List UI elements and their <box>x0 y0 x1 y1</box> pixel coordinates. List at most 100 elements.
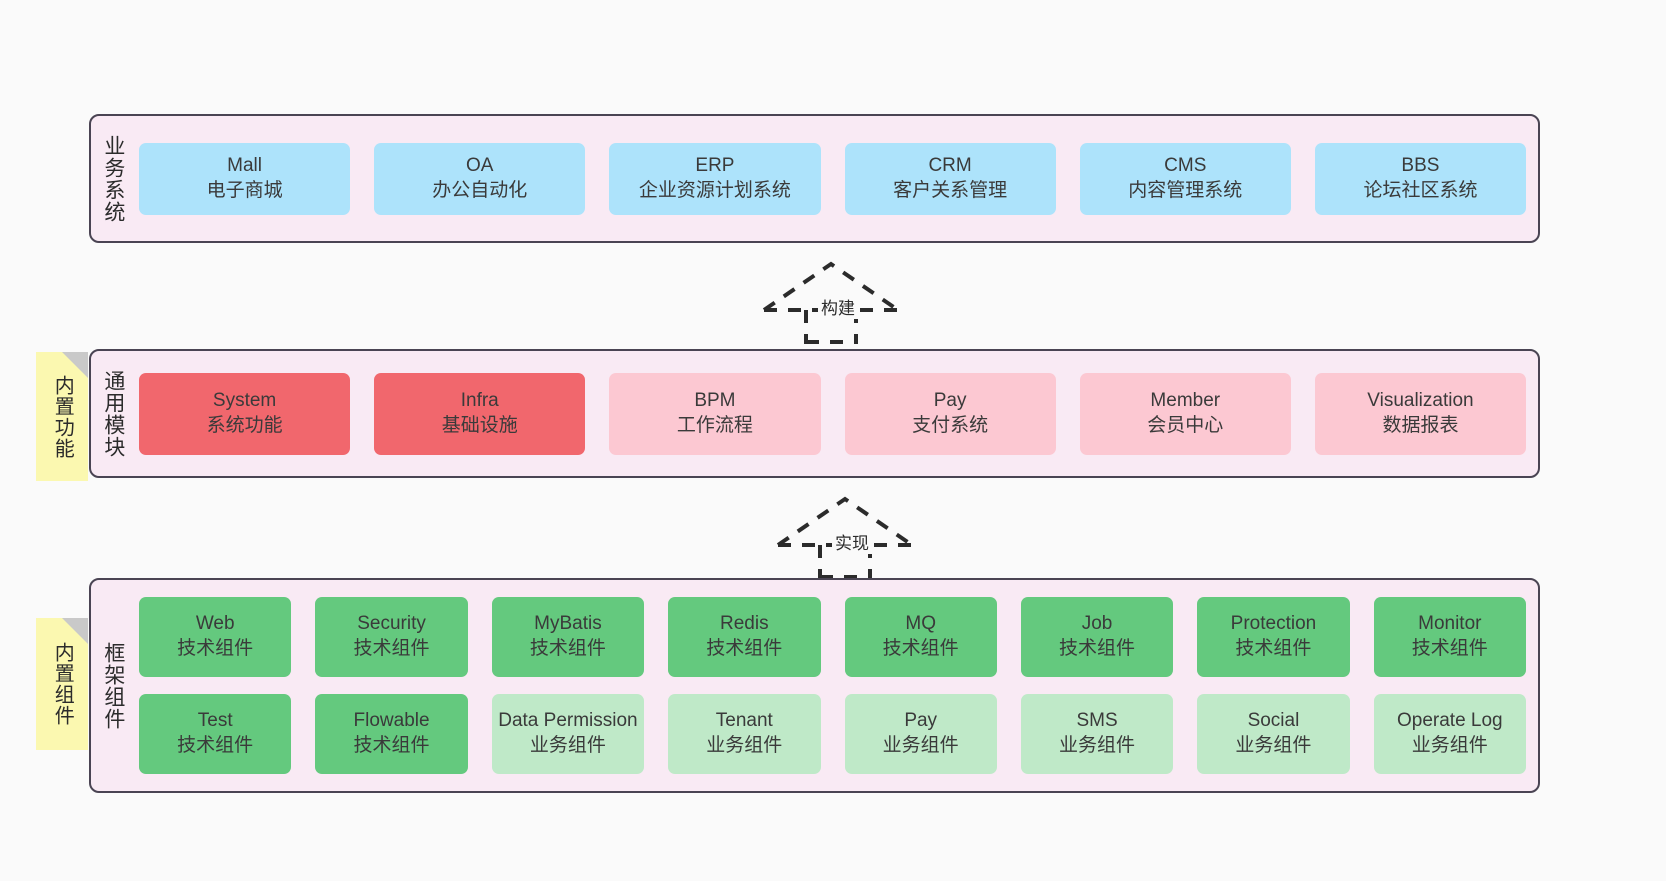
node-title-en: SMS <box>1076 710 1118 732</box>
node-title-cn: 技术组件 <box>706 638 783 659</box>
node-security[interactable]: Security 技术组件 <box>315 597 468 677</box>
node-social[interactable]: Social 业务组件 <box>1197 694 1350 774</box>
layer-framework-component: 框架组件 Web 技术组件 Security 技术组件 MyBatis 技术组件… <box>89 578 1540 793</box>
node-title-en: Mall <box>227 154 262 176</box>
node-title-cn: 客户关系管理 <box>893 179 1008 201</box>
node-title-en: Operate Log <box>1396 710 1503 732</box>
node-infra[interactable]: Infra 基础设施 <box>374 372 586 455</box>
node-row: System 系统功能 Infra 基础设施 BPM 工作流程 Pay 支付系统… <box>139 372 1527 455</box>
connector-label-build: 构建 <box>818 294 858 319</box>
node-title-en: MQ <box>905 613 936 635</box>
node-title-en: Test <box>197 710 233 732</box>
node-title-cn: 企业资源计划系统 <box>638 179 791 201</box>
node-bbs[interactable]: BBS 论坛社区系统 <box>1314 142 1527 215</box>
node-title-en: Pay <box>904 710 938 732</box>
node-title-en: Monitor <box>1418 613 1482 635</box>
node-title-cn: 技术组件 <box>529 638 606 659</box>
node-title-cn: 业务组件 <box>882 735 959 756</box>
node-title-cn: 技术组件 <box>353 735 430 756</box>
layer-common-module: 通用模块 System 系统功能 Infra 基础设施 BPM 工作流程 Pay… <box>89 349 1540 478</box>
node-title-cn: 业务组件 <box>706 735 783 756</box>
node-title-cn: 办公自动化 <box>432 179 528 201</box>
node-system[interactable]: System 系统功能 <box>139 372 351 455</box>
node-title-cn: 技术组件 <box>1235 638 1312 659</box>
node-title-cn: 技术组件 <box>1411 638 1488 659</box>
connector-build: 构建 <box>756 258 906 344</box>
layer-body-common-module: System 系统功能 Infra 基础设施 BPM 工作流程 Pay 支付系统… <box>135 351 1538 476</box>
node-title-en: MyBatis <box>534 613 602 635</box>
node-member[interactable]: Member 会员中心 <box>1079 372 1291 455</box>
node-title-en: BBS <box>1401 154 1440 176</box>
node-title-cn: 业务组件 <box>1411 735 1488 756</box>
note-builtin-component: 内置组件 <box>36 618 88 750</box>
node-pay-component[interactable]: Pay 业务组件 <box>844 694 997 774</box>
node-title-cn: 技术组件 <box>882 638 959 659</box>
node-title-cn: 业务组件 <box>529 735 606 756</box>
node-title-en: Social <box>1247 710 1300 732</box>
node-title-en: ERP <box>695 154 735 176</box>
node-bpm[interactable]: BPM 工作流程 <box>609 372 821 455</box>
node-erp[interactable]: ERP 企业资源计划系统 <box>609 142 821 215</box>
node-title-en: Flowable <box>353 710 430 732</box>
node-operate-log[interactable]: Operate Log 业务组件 <box>1373 694 1526 774</box>
node-crm[interactable]: CRM 客户关系管理 <box>844 142 1056 215</box>
node-title-cn: 业务组件 <box>1235 735 1312 756</box>
node-data-permission[interactable]: Data Permission 业务组件 <box>491 694 645 774</box>
node-visualization[interactable]: Visualization 数据报表 <box>1314 372 1527 455</box>
node-mybatis[interactable]: MyBatis 技术组件 <box>491 597 645 677</box>
node-monitor[interactable]: Monitor 技术组件 <box>1373 597 1526 677</box>
node-row: Test 技术组件 Flowable 技术组件 Data Permission … <box>139 694 1526 774</box>
node-pay[interactable]: Pay 支付系统 <box>844 372 1056 455</box>
node-title-en: Visualization <box>1367 389 1474 411</box>
node-title-en: Infra <box>460 389 499 411</box>
note-label: 内置组件 <box>51 642 74 726</box>
layer-body-framework-component: Web 技术组件 Security 技术组件 MyBatis 技术组件 Redi… <box>135 580 1538 791</box>
node-title-en: Pay <box>933 389 967 411</box>
node-title-cn: 论坛社区系统 <box>1363 179 1478 201</box>
node-title-cn: 电子商城 <box>206 179 283 201</box>
node-job[interactable]: Job 技术组件 <box>1020 597 1174 677</box>
node-title-en: Data Permission <box>498 710 638 732</box>
node-title-en: Web <box>195 613 235 635</box>
node-title-en: Job <box>1081 613 1113 635</box>
node-title-cn: 技术组件 <box>353 638 430 659</box>
node-web[interactable]: Web 技术组件 <box>139 597 292 677</box>
node-cms[interactable]: CMS 内容管理系统 <box>1079 142 1291 215</box>
node-title-cn: 技术组件 <box>177 638 254 659</box>
node-title-en: OA <box>466 154 494 176</box>
node-protection[interactable]: Protection 技术组件 <box>1197 597 1350 677</box>
page-fold-icon <box>62 352 88 378</box>
node-title-en: Tenant <box>715 710 773 732</box>
note-label: 内置功能 <box>51 374 74 459</box>
node-mall[interactable]: Mall 电子商城 <box>139 142 351 215</box>
node-title-en: CRM <box>928 154 972 176</box>
node-title-cn: 数据报表 <box>1382 414 1459 436</box>
node-row: Web 技术组件 Security 技术组件 MyBatis 技术组件 Redi… <box>139 597 1526 677</box>
node-title-en: Member <box>1150 389 1221 411</box>
node-title-cn: 会员中心 <box>1147 414 1224 436</box>
node-title-en: System <box>212 389 277 411</box>
node-tenant[interactable]: Tenant 业务组件 <box>668 694 821 774</box>
node-sms[interactable]: SMS 业务组件 <box>1020 694 1174 774</box>
node-row: Mall 电子商城 OA 办公自动化 ERP 企业资源计划系统 CRM 客户关系… <box>139 142 1527 215</box>
layer-title-framework-component: 框架组件 <box>101 641 125 730</box>
node-mq[interactable]: MQ 技术组件 <box>844 597 997 677</box>
node-test[interactable]: Test 技术组件 <box>139 694 292 774</box>
layer-body-business-system: Mall 电子商城 OA 办公自动化 ERP 企业资源计划系统 CRM 客户关系… <box>135 116 1538 241</box>
connector-label-implement: 实现 <box>832 529 872 554</box>
node-title-cn: 技术组件 <box>1059 638 1136 659</box>
node-flowable[interactable]: Flowable 技术组件 <box>315 694 468 774</box>
node-title-cn: 业务组件 <box>1059 735 1136 756</box>
layer-title-business-system: 业务系统 <box>101 134 125 223</box>
node-oa[interactable]: OA 办公自动化 <box>374 142 586 215</box>
node-title-en: Security <box>357 613 426 635</box>
node-redis[interactable]: Redis 技术组件 <box>668 597 821 677</box>
connector-implement: 实现 <box>770 493 920 579</box>
note-builtin-function: 内置功能 <box>36 352 88 481</box>
node-title-en: BPM <box>694 389 736 411</box>
node-title-en: CMS <box>1164 154 1207 176</box>
layer-business-system: 业务系统 Mall 电子商城 OA 办公自动化 ERP 企业资源计划系统 CRM… <box>89 114 1540 243</box>
node-title-cn: 工作流程 <box>676 414 753 436</box>
node-title-cn: 系统功能 <box>206 414 283 436</box>
